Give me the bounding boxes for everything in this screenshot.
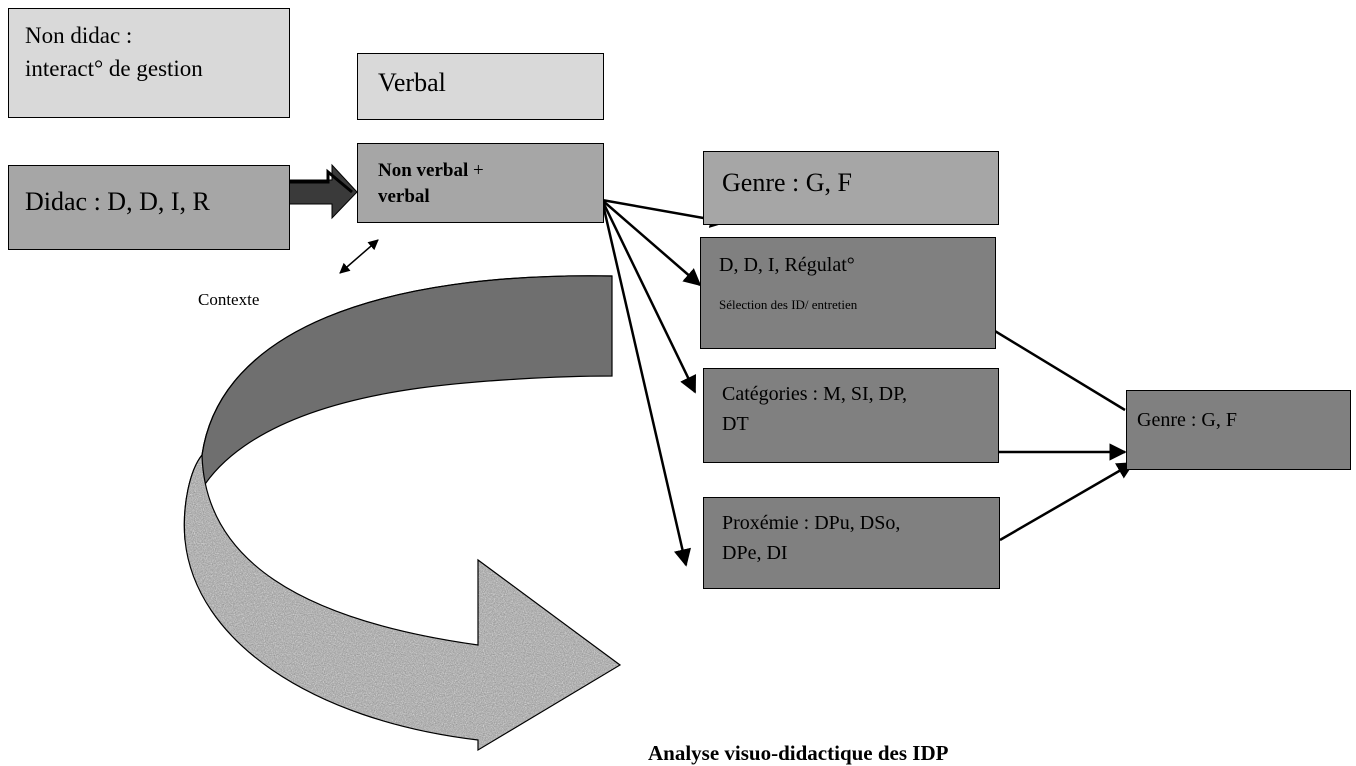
context-double-arrow — [339, 239, 379, 274]
box-ddi-line1: D, D, I, Régulat° — [719, 254, 855, 276]
box-genre-right-label: Genre : G, F — [1137, 409, 1237, 431]
box-non-verbal-bold: Non verbal — [378, 160, 469, 181]
box-didac: Didac : D, D, I, R — [8, 165, 290, 250]
arrow-to-proxemie — [600, 199, 691, 567]
box-non-didac: Non didac : interact° de gestion — [8, 8, 290, 118]
curved-arrow-body — [183, 275, 613, 541]
arrow-to-categories — [600, 199, 697, 394]
box-non-verbal: Non verbal + verbal — [357, 143, 604, 223]
box-ddi: D, D, I, Régulat° Sélection des ID/ entr… — [700, 237, 996, 349]
box-verbal: Verbal — [357, 53, 604, 120]
footer-caption: Analyse visuo-didactique des IDP — [648, 741, 949, 765]
arrow-to-ddi — [601, 199, 702, 287]
box-verbal-label: Verbal — [378, 68, 446, 97]
contexte-label: Contexte — [198, 290, 260, 309]
box-non-verbal-rest: + — [468, 160, 484, 181]
box-categories: Catégories : M, SI, DP, DT — [703, 368, 999, 463]
box-didac-label: Didac : D, D, I, R — [25, 187, 210, 216]
box-proxemie-line1: Proxémie : DPu, DSo, — [722, 512, 901, 534]
box-categories-line2: DT — [722, 413, 749, 435]
box-non-didac-line2: interact° de gestion — [25, 56, 203, 81]
box-genre-top: Genre : G, F — [703, 151, 999, 225]
box-ddi-line2: Sélection des ID/ entretien — [719, 297, 858, 312]
box-genre-top-label: Genre : G, F — [722, 168, 852, 197]
box-categories-line1: Catégories : M, SI, DP, — [722, 383, 907, 405]
line-ddi-to-genre — [984, 323, 1126, 412]
box-genre-right: Genre : G, F — [1126, 390, 1351, 470]
box-proxemie-line2: DPe, DI — [722, 542, 788, 564]
box-non-didac-line1: Non didac : — [25, 23, 133, 48]
box-proxemie: Proxémie : DPu, DSo, DPe, DI — [703, 497, 1000, 589]
arrow-proxemie-to-genre — [999, 461, 1135, 542]
curved-arrow-head — [183, 453, 622, 752]
box-non-verbal-line2: verbal — [378, 186, 430, 207]
thick-arrow — [287, 163, 358, 220]
